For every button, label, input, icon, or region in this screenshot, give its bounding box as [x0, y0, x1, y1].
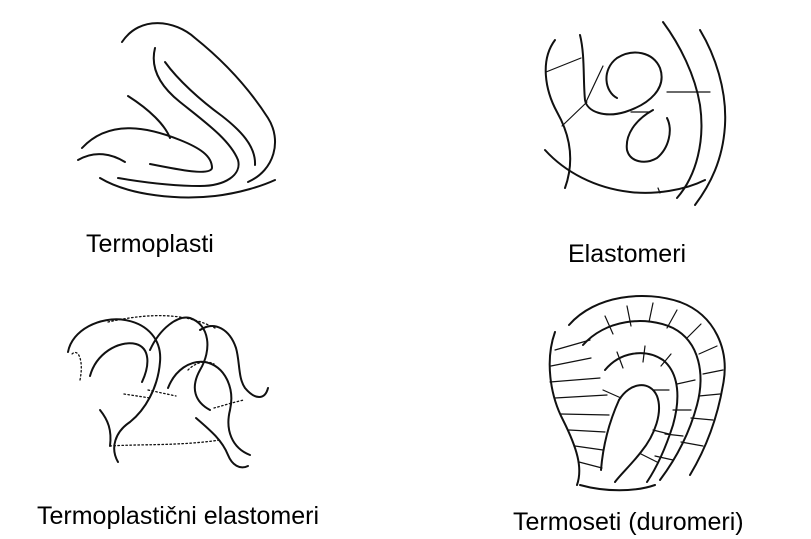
lightly-crosslinked-chains-icon	[405, 0, 811, 270]
caption-termoseti: Termoseti (duromeri)	[513, 510, 744, 535]
densely-crosslinked-chains-icon	[405, 270, 811, 539]
caption-termoplasti: Termoplasti	[86, 232, 214, 257]
caption-termoplasticni-elastomeri: Termoplastični elastomeri	[37, 504, 319, 529]
panel-termoplasti: Termoplasti	[0, 0, 405, 270]
panel-termoseti: Termoseti (duromeri)	[405, 270, 811, 539]
physically-crosslinked-chains-icon	[0, 270, 405, 539]
panel-termoplasticni-elastomeri: Termoplastični elastomeri	[0, 270, 405, 539]
caption-elastomeri: Elastomeri	[568, 242, 686, 267]
panel-elastomeri: Elastomeri	[405, 0, 811, 270]
